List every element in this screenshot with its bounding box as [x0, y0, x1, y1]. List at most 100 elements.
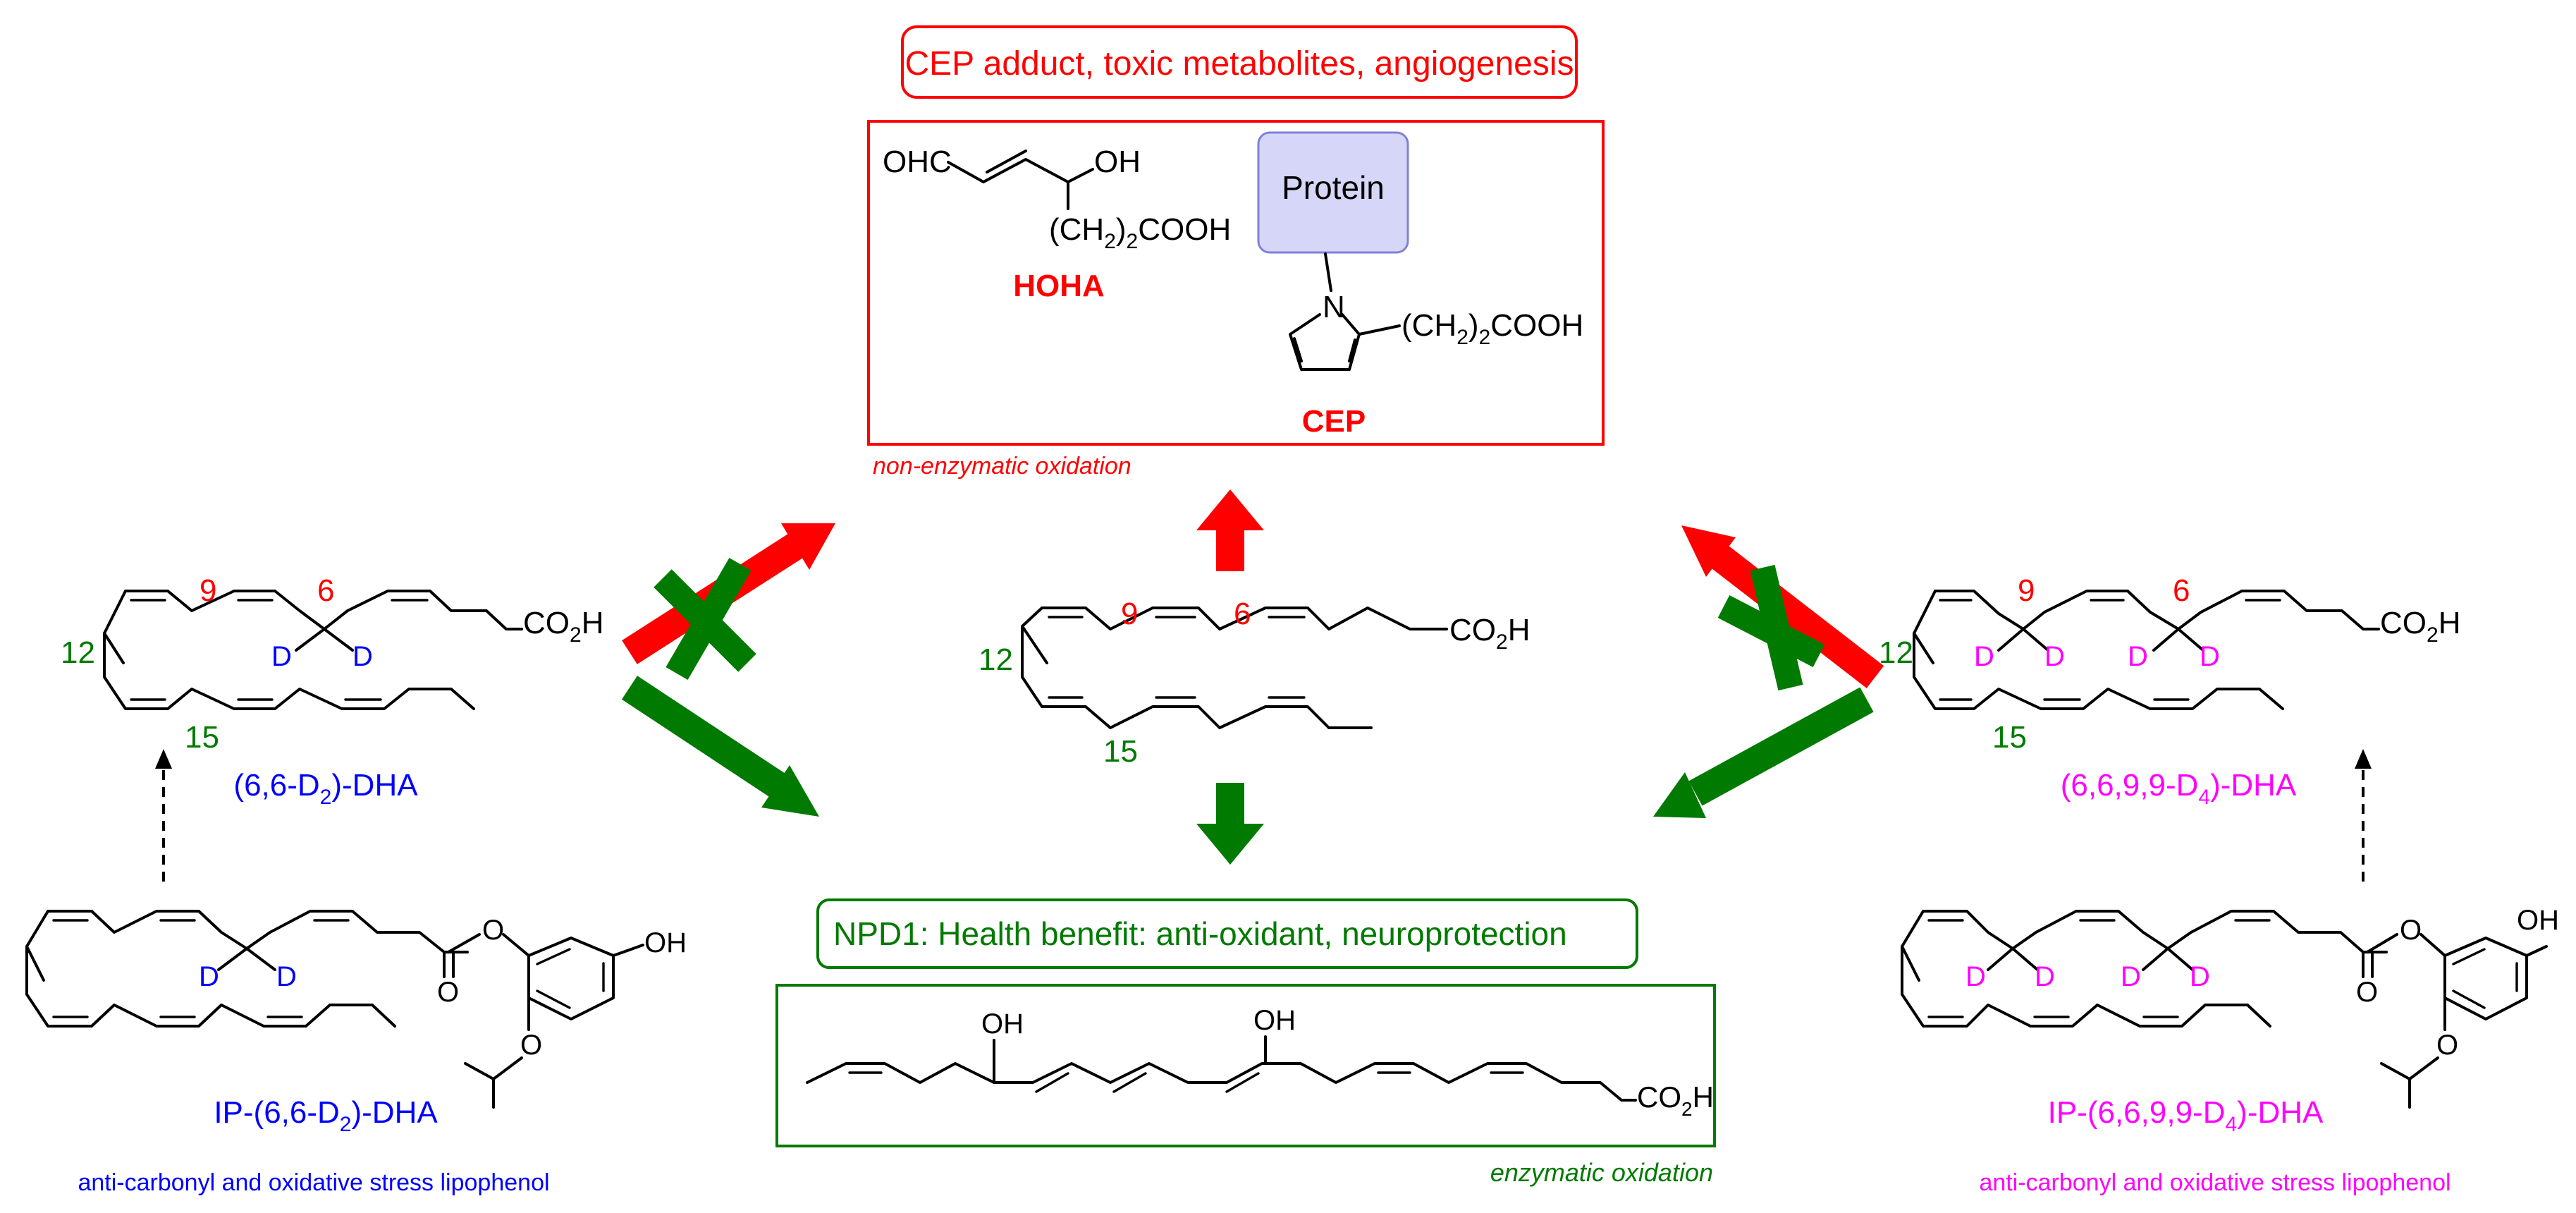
left-ip-ester-o: O: [482, 915, 504, 946]
right-ip-phenol-ring: [2443, 937, 2528, 1020]
right-ip-d3-bond: [2142, 947, 2169, 971]
center-green-arrow-down: [1196, 783, 1264, 865]
right-dha-acid: CO2H: [2380, 606, 2460, 647]
center-red-arrow-up: [1196, 489, 1264, 571]
right-dha-top-chain: [1913, 590, 2380, 664]
npd1-structure-box: OH OH CO2H: [775, 984, 1716, 1147]
right-dha-pos15: 15: [1992, 720, 2027, 755]
right-ip-oh: OH: [2517, 905, 2559, 936]
npd1-oh1: OH: [981, 1008, 1024, 1040]
left-green-arrow: [621, 676, 819, 817]
center-dha-top-chain: [1021, 606, 1448, 664]
npd1-chain: [806, 1062, 1637, 1102]
left-dha-top-chain: [103, 590, 523, 664]
left-green-arrowhead: [761, 765, 819, 817]
cep-chain-label: (CH2)2COOH: [1402, 308, 1583, 349]
left-ip-name: IP-(6,6-D2)-DHA: [214, 1095, 438, 1136]
left-dha-name: (6,6-D2)-DHA: [233, 768, 418, 809]
hoha-oh-label: OH: [1094, 145, 1141, 179]
left-ip-top-chain: [25, 910, 469, 982]
right-dha: 9 6 12 15 D D D D CO2H (6,6,9,9-D4)-DHA: [1879, 573, 2460, 809]
right-ip-aryl-bond: [2419, 933, 2446, 957]
left-ip-d2: D: [276, 961, 297, 992]
protein-box: [1257, 131, 1409, 254]
right-dha-bottom-chain: [1913, 632, 2284, 710]
center-dha-pos12: 12: [979, 642, 1013, 677]
right-ip-oh-bond: [2525, 945, 2548, 957]
right-ip-d1: D: [1965, 961, 1986, 992]
protein-block: Protein: [1257, 131, 1409, 292]
non-enzymatic-caption: non-enzymatic oxidation: [873, 453, 1131, 480]
right-ip-d3: D: [2121, 961, 2141, 992]
left-ip-d2-bond: [245, 947, 276, 971]
right-ip-d4: D: [2190, 961, 2210, 992]
left-ip-d1: D: [199, 961, 219, 992]
left-ip-ester-bond: [447, 933, 481, 953]
right-ip-ring-db1: [2452, 948, 2486, 965]
right-red-arrow-shaft: [1711, 546, 1884, 688]
right-ip-ether-o: O: [2436, 1030, 2458, 1061]
right-ip-bottom-chain: [1901, 945, 2271, 1028]
npd1-title-frame: [816, 898, 1638, 969]
left-ip-bottom-chain: [25, 945, 396, 1028]
left-ip-caption: anti-carbonyl and oxidative stress lipop…: [78, 1169, 549, 1196]
left-red-arrowhead: [781, 523, 835, 570]
right-dha-d1-bond: [1997, 628, 2025, 652]
right-ip-carbonyl-o: O: [2356, 977, 2378, 1008]
cep-chain-bond: [1358, 324, 1401, 336]
npd1-db2: [1035, 1072, 1069, 1093]
left-dha-bottom-chain: [103, 632, 475, 710]
right-ip-caption: anti-carbonyl and oxidative stress lipop…: [1979, 1169, 2451, 1196]
left-ip-phenol-ring: [527, 937, 615, 1020]
left-dha-d2-bond: [323, 628, 354, 652]
left-ip-isopropyl-1: [492, 1056, 523, 1109]
left-green-arrow-shaft: [621, 676, 787, 798]
npd1-db4: [1225, 1072, 1260, 1093]
cep-label: CEP: [1302, 404, 1366, 439]
non-enzymatic-frame: [867, 120, 1605, 446]
enzymatic-caption: enzymatic oxidation: [1490, 1158, 1713, 1187]
right-dha-d3-bond: [2152, 628, 2180, 652]
left-ip-oh: OH: [644, 927, 687, 958]
right-dashed-arrowhead: [2355, 749, 2372, 769]
left-ip-d1-bond: [217, 947, 248, 971]
left-blocked-red-arrow: [622, 523, 835, 681]
right-dha-d4-bond: [2177, 628, 2204, 652]
left-block-cross-b: [666, 557, 752, 681]
left-dha-d1-bond: [295, 628, 326, 652]
left-ip-ring-db3: [536, 989, 571, 1009]
center-dha-pos15: 15: [1103, 734, 1138, 769]
npd1-db3: [1112, 1072, 1147, 1093]
center-dha-pos6: 6: [1234, 597, 1251, 631]
hoha-structure: OHC OH (CH2)2COOH HOHA: [883, 145, 1231, 303]
non-enzymatic-products-box: OHC OH (CH2)2COOH HOHA Protein N (CH2)2C…: [867, 120, 1605, 446]
right-blocked-red-arrow: [1681, 525, 1884, 691]
left-dha-pos15: 15: [185, 720, 219, 755]
center-dha-pos9: 9: [1121, 597, 1138, 631]
left-dha-pos6: 6: [317, 573, 334, 608]
right-ip-isopropyl-2: [2380, 1062, 2411, 1080]
left-ip-ether-o: O: [520, 1030, 542, 1061]
right-dha-d1: D: [1974, 641, 1994, 672]
right-dha-d2-bond: [2022, 628, 2049, 652]
right-ip-dha: D D D D O O OH O IP-(6,6,9,9-D4)-DHA ant…: [1901, 905, 2559, 1196]
pyrrole-ring: [1289, 313, 1361, 371]
npd1-acid: CO2H: [1637, 1080, 1714, 1120]
right-ip-d2: D: [2035, 961, 2055, 992]
left-ip-oh-bond: [612, 944, 644, 957]
cep-structure: N (CH2)2COOH CEP: [1289, 290, 1583, 439]
protein-n-bond: [1324, 252, 1332, 292]
right-ip-ester-o: O: [2400, 915, 2422, 946]
npd1-title-box: NPD1: Health benefit: anti-oxidant, neur…: [816, 898, 1638, 969]
hoha-chain-label: (CH2)2COOH: [1049, 212, 1231, 253]
npd1-oh2: OH: [1253, 1005, 1296, 1036]
left-ip-ring-db1: [536, 948, 571, 965]
left-dha-acid: CO2H: [523, 606, 603, 647]
left-dashed-arrow: [155, 749, 172, 882]
right-ip-isopropyl-1: [2408, 1056, 2439, 1109]
pyrrole-double-2: [1348, 339, 1356, 362]
center-dha-acid: CO2H: [1449, 613, 1530, 654]
left-dha-pos12: 12: [61, 635, 95, 670]
left-ip-carbonyl-o: O: [437, 977, 459, 1008]
right-green-arrowhead: [1653, 772, 1706, 818]
